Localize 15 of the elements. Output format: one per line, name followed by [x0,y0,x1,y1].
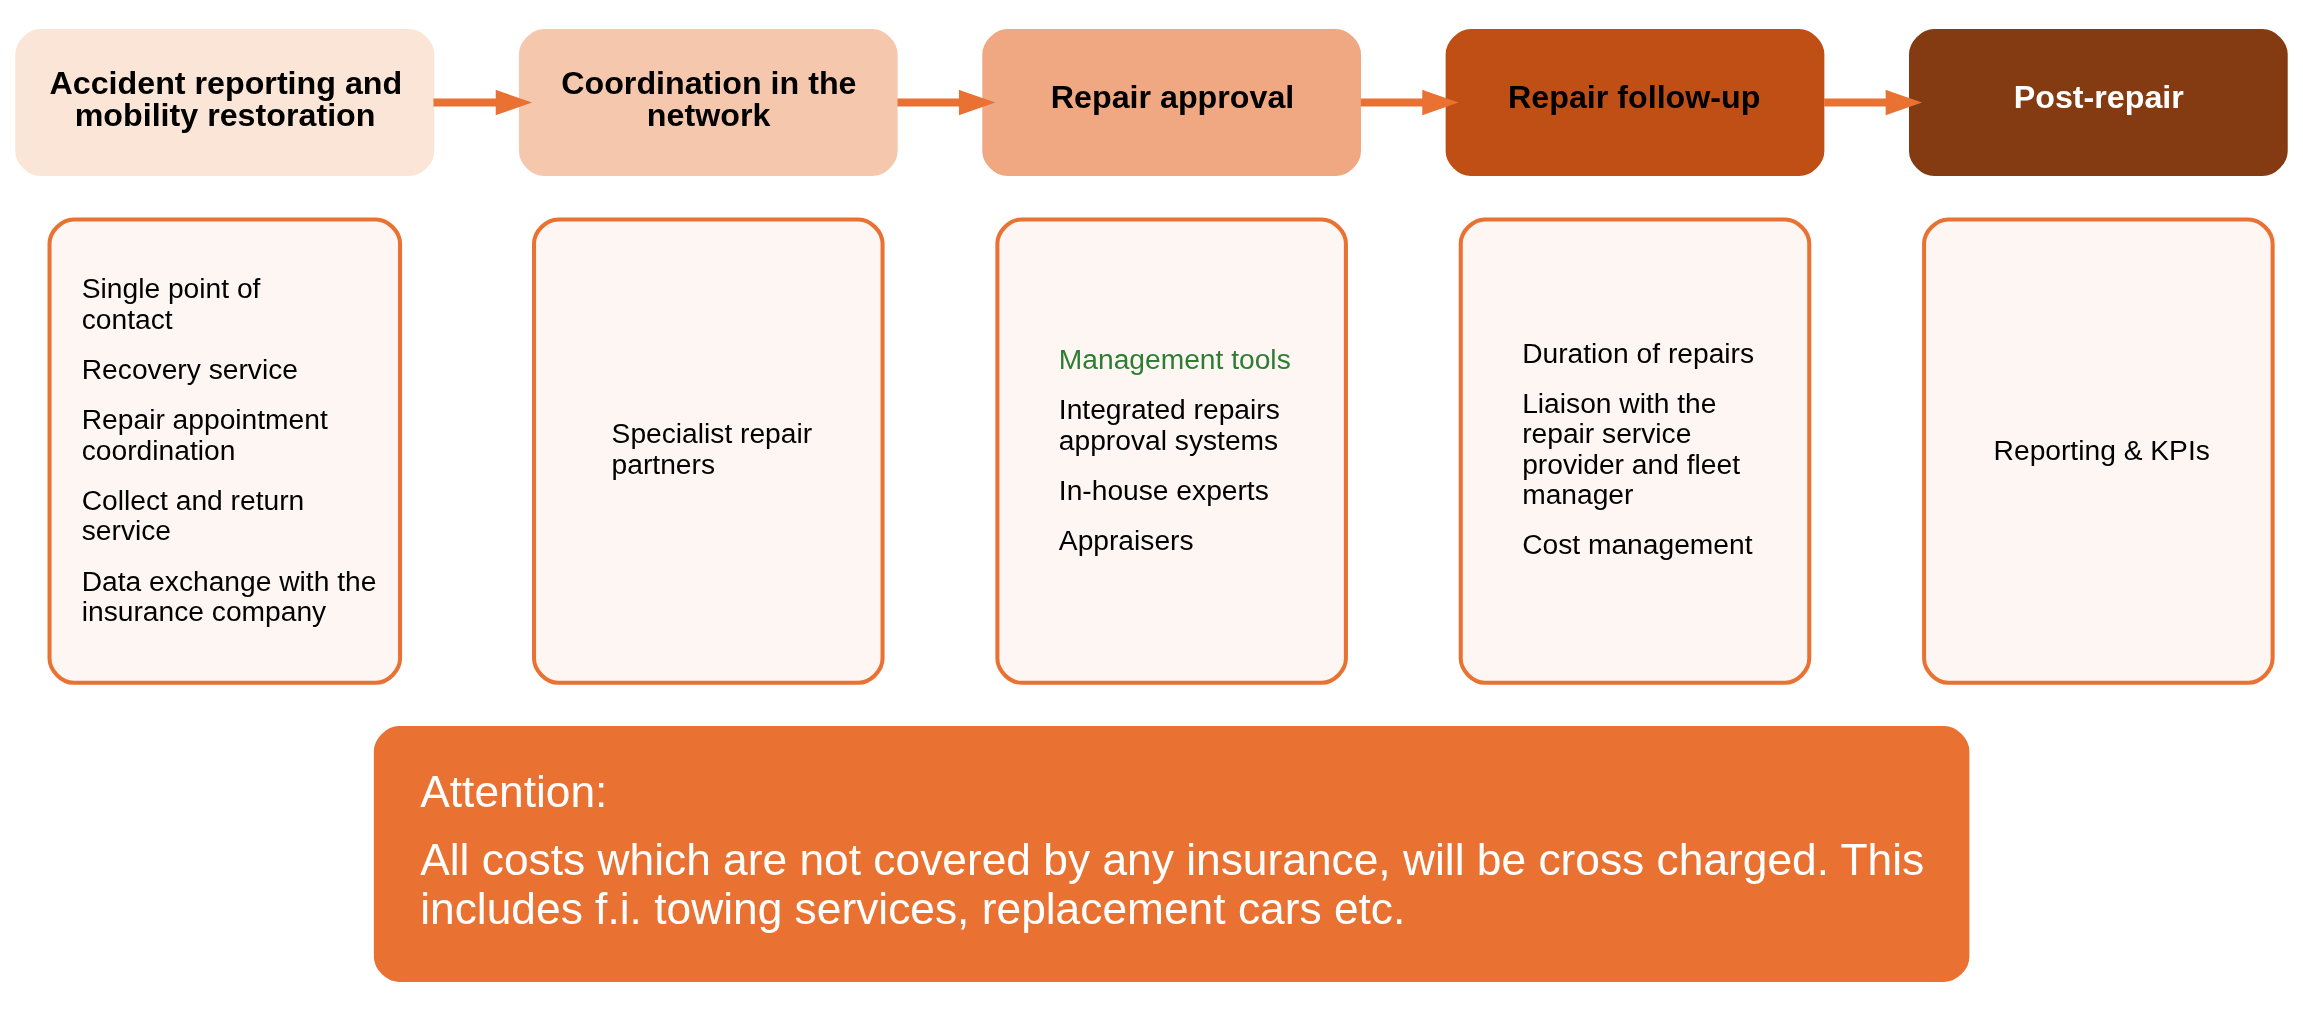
arrow [1360,89,1459,115]
arrow [1824,89,1923,115]
node-box: Accident reporting and mobility restoration [15,28,435,176]
node-box: Coordination in the network [518,28,898,176]
arrow [433,89,533,115]
node-box: Specialist repair partners [532,216,885,685]
node-box: Duration of repairs Liaison with the repair service provider and fleet manager Cost management [1458,216,1812,685]
node-box: Post-repair [1909,28,2288,176]
node-box: Repair follow-up [1445,28,1825,176]
node-box: Repair approval [982,28,1361,176]
arrow [897,89,996,115]
node-box: Reporting & KPIs [1922,216,2275,685]
node-box: Management tools Integrated repairs approval systems In-house experts Appraisers [995,216,1348,685]
node-box: Attention: All costs which are not covered by any insurance, will be cross charged. This includes f.i. towing services, replacement cars etc. [373,725,1970,982]
node-box: Single point of contact Recovery service Repair appointment coordination Collect and return service Data exchange with the insurance company [47,216,403,685]
